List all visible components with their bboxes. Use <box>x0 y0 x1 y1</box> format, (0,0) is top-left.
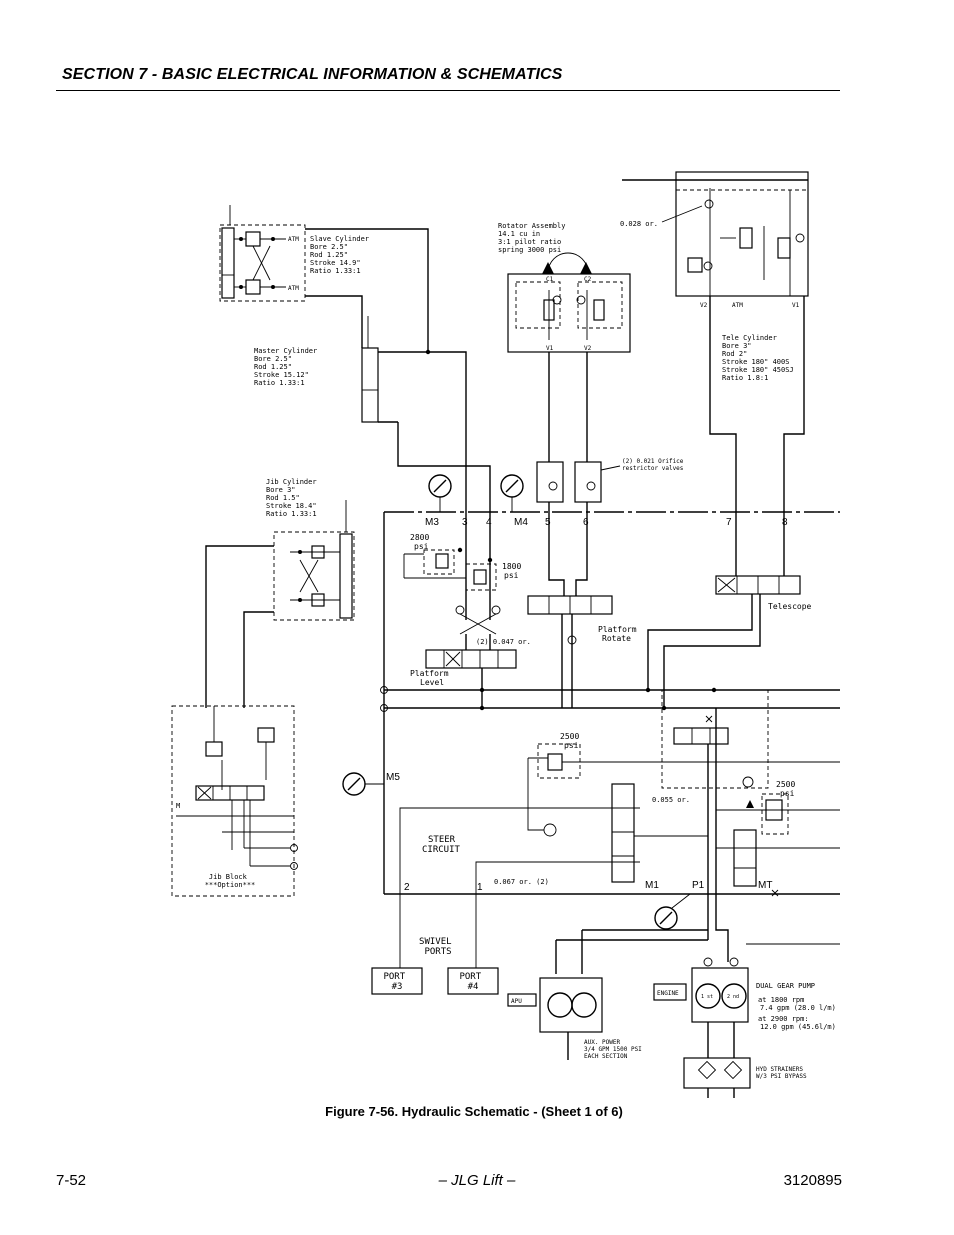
platform-level-valve: (2) 0.047 or. Platform Level <box>410 605 531 687</box>
rotator-assembly: Rotator Assembly 14.1 cu in 3:1 pilot ra… <box>498 222 631 353</box>
v2-label-tele: V2 <box>700 302 708 309</box>
atm-label-top: ATM <box>288 236 299 243</box>
page-number: 7-52 <box>56 1172 87 1189</box>
psi-1800-label: 1800 psi <box>502 562 526 580</box>
relief-valve-1800: 1800 psi <box>465 562 526 591</box>
jib-block-label: Jib Block ***Option*** <box>205 873 256 889</box>
port-m5-label: M5 <box>386 772 400 783</box>
orifice-028-label: 0.028 or. <box>620 220 658 228</box>
port-8-label: 8 <box>782 517 788 528</box>
slave-cylinder-specs: Slave Cylinder Bore 2.5" Rod 1.25" Strok… <box>310 235 373 275</box>
pressure-gauge-m5 <box>342 772 384 796</box>
engine-label: ENGINE <box>657 990 679 997</box>
dual-gear-pump: ENGINE 1 st 2 nd DUAL GEAR PUMP at 1800 … <box>653 957 840 1058</box>
orifice-047-label: (2) 0.047 or. <box>476 638 531 646</box>
port-3-label: 3 <box>462 517 468 528</box>
aux-power-unit: APU AUX. POWER 3/4 GPM 1500 PSI EACH SEC… <box>507 977 645 1060</box>
jib-cylinder-block: Jib Cylinder Bore 3" Rod 1.5" Stroke 18.… <box>266 478 355 621</box>
jib-m-label: M <box>176 802 180 810</box>
pump-1st-label: 1 st <box>701 994 713 1000</box>
c2-label: C2 <box>584 276 592 283</box>
port-m1-label: M1 <box>645 880 659 891</box>
psi-2500-a-label: 2500 psi <box>560 732 584 750</box>
relief-valve-2800: 2800 psi <box>403 533 455 578</box>
check-valve-upper <box>673 715 729 745</box>
port-3-box-label: PORT #3 <box>383 972 410 992</box>
return-filter <box>733 829 779 897</box>
aux-power-label: AUX. POWER 3/4 GPM 1500 PSI EACH SECTION <box>584 1039 645 1060</box>
v1-label-tele: V1 <box>792 302 800 309</box>
header-divider <box>56 90 840 91</box>
port-m3-label: M3 <box>425 517 439 528</box>
jib-cylinder-specs: Jib Cylinder Bore 3" Rod 1.5" Stroke 18.… <box>266 478 321 518</box>
slave-cylinder-block: ATM ATM Slave Cylinder Bore 2.5" Rod 1.2… <box>219 205 373 302</box>
port-4-box-label: PORT #4 <box>459 972 486 992</box>
steer-circuit: 0.055 or. 0.067 or. (2) STEER CIRCUIT <box>399 758 708 894</box>
port-mt-label: MT <box>758 880 772 891</box>
atm-label-bottom: ATM <box>288 285 299 292</box>
tele-cylinder-specs: Tele Cylinder Bore 3" Rod 2" Stroke 180"… <box>722 334 798 382</box>
telescope-valve: Telescope <box>715 575 812 611</box>
steer-circuit-label: STEER CIRCUIT <box>422 835 461 855</box>
psi-2800-label: 2800 psi <box>410 533 434 551</box>
master-cylinder: Master Cylinder Bore 2.5" Rod 1.25" Stro… <box>254 316 379 423</box>
orifice-055-label: 0.055 or. <box>652 796 690 804</box>
orifice-restrictor-valves: (2) 0.021 Orifice restrictor valves <box>536 458 687 503</box>
port-5-label: 5 <box>545 517 551 528</box>
footer-brand: – JLG Lift – <box>438 1172 516 1189</box>
document-number: 3120895 <box>783 1172 842 1189</box>
atm-label-tele: ATM <box>732 302 743 309</box>
jib-block: M Jib Block ***Option*** <box>171 705 298 897</box>
relief-valve-2500-b: 2500 psi <box>742 776 800 835</box>
pressure-gauge-m3 <box>428 474 452 512</box>
rotator-assembly-specs: Rotator Assembly 14.1 cu in 3:1 pilot ra… <box>498 222 570 254</box>
c1-label: C1 <box>546 276 554 283</box>
apu-label: APU <box>511 998 522 1005</box>
orifice-restrictor-label: (2) 0.021 Orifice restrictor valves <box>622 458 687 472</box>
orifice-067-label: 0.067 or. (2) <box>494 878 549 886</box>
hyd-strainers-label: HYD STRAINERS W/3 PSI BYPASS <box>756 1066 807 1080</box>
telescope-label: Telescope <box>768 602 812 611</box>
v2-label-rotator: V2 <box>584 345 592 352</box>
port-7-label: 7 <box>726 517 732 528</box>
port-p1-label: P1 <box>692 880 705 891</box>
tele-cylinder-block: 0.028 or. V2 ATM V1 Tele Cylinder Bore 3… <box>620 171 809 382</box>
relief-valve-2500-a: 2500 psi <box>528 732 840 779</box>
main-valve-body: M3 3 4 M4 5 6 7 8 M5 2 1 M1 P1 MT <box>383 511 840 895</box>
swivel-ports: SWIVEL PORTS PORT #3 PORT #4 <box>371 894 499 995</box>
port-m4-label: M4 <box>514 517 528 528</box>
port-1-label: 1 <box>477 882 483 893</box>
pump-specs: at 1800 rpm 7.4 gpm (28.0 l/m) at 2900 r… <box>758 996 840 1031</box>
swivel-ports-label: SWIVEL PORTS <box>419 937 457 957</box>
pressure-gauge-m1 <box>654 893 691 930</box>
figure-caption: Figure 7-56. Hydraulic Schematic - (Shee… <box>325 1104 623 1119</box>
v1-label-rotator: V1 <box>546 345 554 352</box>
platform-level-label: Platform Level <box>410 669 453 687</box>
platform-rotate-valve: Platform Rotate <box>527 595 641 645</box>
port-2-label: 2 <box>404 882 410 893</box>
port-4-label: 4 <box>486 517 492 528</box>
hyd-strainers: HYD STRAINERS W/3 PSI BYPASS <box>683 1057 807 1098</box>
psi-2500-b-label: 2500 psi <box>776 780 800 798</box>
dual-gear-pump-label: DUAL GEAR PUMP <box>756 982 815 990</box>
pump-2nd-label: 2 nd <box>727 994 739 1000</box>
pressure-gauge-m4 <box>500 474 524 512</box>
section-title: SECTION 7 - BASIC ELECTRICAL INFORMATION… <box>62 66 563 83</box>
platform-rotate-label: Platform Rotate <box>598 625 641 643</box>
port-6-label: 6 <box>583 517 589 528</box>
master-cylinder-specs: Master Cylinder Bore 2.5" Rod 1.25" Stro… <box>254 347 321 387</box>
